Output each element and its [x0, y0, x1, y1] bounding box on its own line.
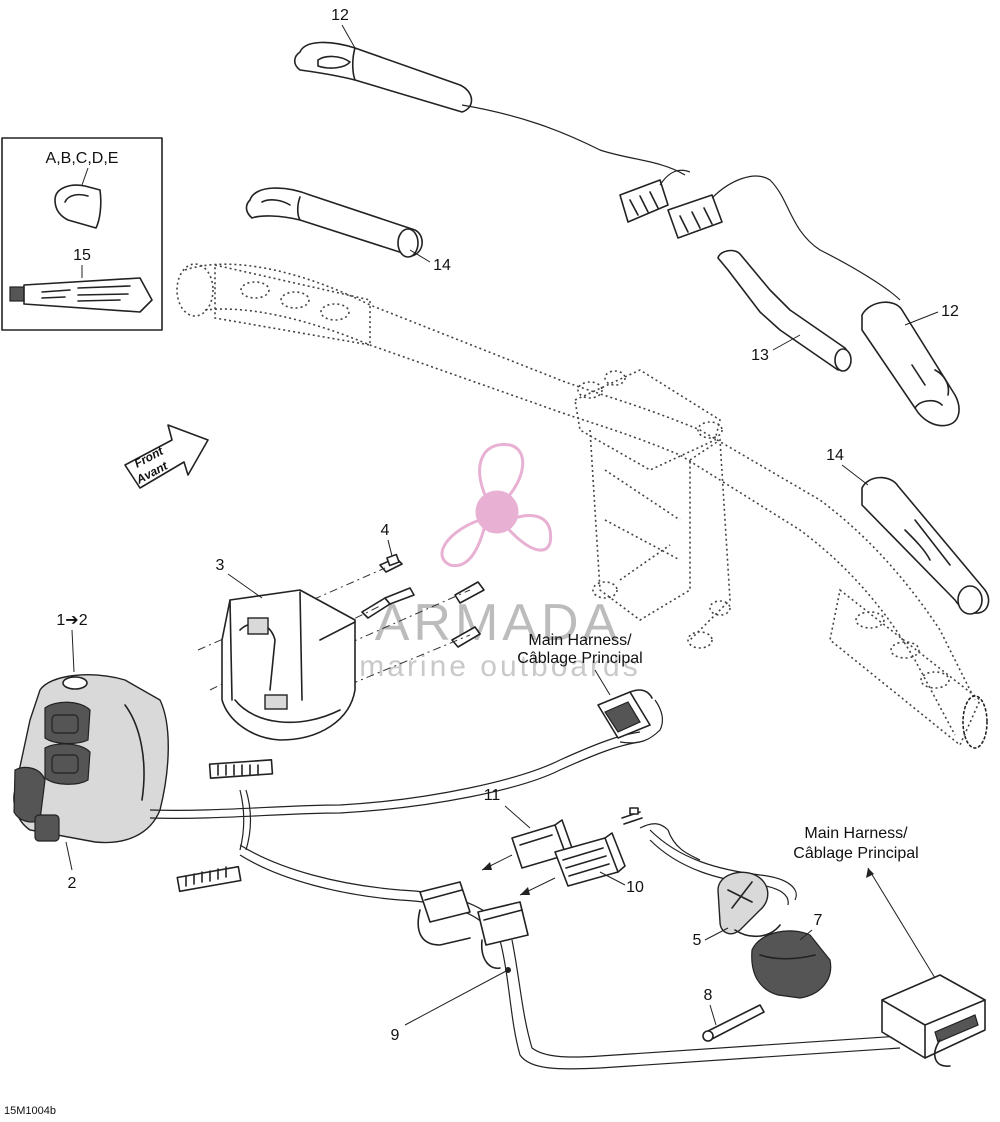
- leader-10: [599, 871, 626, 886]
- harness-note-lower-line1: Main Harness/: [804, 825, 908, 842]
- callout-10: 10: [626, 879, 644, 896]
- part-5-knob: [717, 871, 781, 938]
- propeller-icon: [440, 442, 553, 568]
- leader-9: [404, 969, 509, 1026]
- callout-14-right: 14: [826, 447, 844, 464]
- part-14-right-grip: [861, 476, 990, 615]
- upper-harness-connector: [597, 689, 653, 739]
- part-12-top-heating-element: [293, 41, 686, 176]
- leader-harness-lower: [867, 867, 936, 979]
- leader-8: [709, 1004, 717, 1026]
- callout-3: 3: [216, 557, 225, 574]
- callout-12-top: 12: [331, 7, 349, 24]
- leader-harness-lower-head: [866, 868, 874, 878]
- callout-1-2: 1➔2: [56, 612, 87, 629]
- terminal-pins: [621, 807, 643, 825]
- callout-15: 15: [73, 247, 91, 264]
- callout-9: 9: [391, 1027, 400, 1044]
- callout-7: 7: [814, 912, 823, 929]
- leader-12-right: [904, 311, 939, 326]
- leader-1-2: [71, 629, 75, 673]
- callout-4: 4: [381, 522, 390, 539]
- kit-label: A,B,C,D,E: [46, 150, 119, 167]
- callout-5: 5: [693, 932, 702, 949]
- leader-kit: [81, 167, 89, 186]
- leader-14-right: [841, 464, 869, 486]
- grip-clip-icon: [54, 184, 102, 229]
- part-8-pin: [702, 1004, 765, 1042]
- arrow-11-head: [482, 862, 492, 870]
- leader-4: [387, 539, 393, 557]
- watermark-brand: ARMADA: [375, 594, 621, 652]
- part-7-cap: [751, 930, 832, 999]
- leader-5: [704, 927, 729, 941]
- callout-11: 11: [484, 787, 501, 804]
- part-9-harness: [149, 699, 901, 1070]
- grip-heater-connectors: [619, 169, 901, 301]
- control-module: [881, 974, 986, 1067]
- harness-note-lower-line2: Câblage Principal: [793, 845, 918, 862]
- part-10-connector: [554, 832, 626, 887]
- callout-8: 8: [704, 987, 713, 1004]
- kit-box: A,B,C,D,E 15: [1, 137, 163, 331]
- callout-12-right: 12: [941, 303, 959, 320]
- front-direction-arrow: Front Avant: [124, 424, 209, 489]
- ribbon-connectors: [176, 759, 274, 893]
- leader-3: [227, 573, 263, 599]
- figure-code: 15M1004b: [4, 1105, 56, 1117]
- armada-watermark-logo: ARMADA marine outboards: [359, 442, 640, 683]
- part-13-bar: [717, 249, 852, 372]
- part-3-switch-housing: [221, 589, 356, 741]
- leader-9-dot: [505, 967, 511, 973]
- leader-13: [772, 334, 801, 351]
- handlebar-assembly: [176, 263, 988, 749]
- left-grip: [214, 263, 371, 346]
- leader-harness-upper: [594, 669, 611, 696]
- handlebar-riser: [574, 369, 731, 649]
- adhesive-tube-icon: [9, 277, 153, 313]
- part-14-top-grip: [245, 187, 423, 258]
- part-12-right-heating-element: [861, 301, 960, 427]
- right-grip: [829, 588, 988, 749]
- part-1-2-switch-module: [13, 674, 169, 844]
- leader-7: [799, 929, 813, 941]
- leader-11: [504, 805, 531, 829]
- part-4-screw: [379, 553, 403, 573]
- leader-12-top: [341, 24, 356, 49]
- arrow-10-head: [520, 887, 530, 895]
- harness-note-upper-line2: Câblage Principal: [517, 650, 642, 667]
- leader-2: [65, 841, 73, 871]
- harness-plug-connectors: [417, 881, 529, 969]
- callout-2: 2: [68, 875, 77, 892]
- harness-note-upper-line1: Main Harness/: [528, 632, 632, 649]
- watermark-tagline: marine outboards: [359, 650, 640, 683]
- callout-13: 13: [751, 347, 769, 364]
- leader-14-top: [409, 249, 431, 263]
- callout-14-top: 14: [433, 257, 451, 274]
